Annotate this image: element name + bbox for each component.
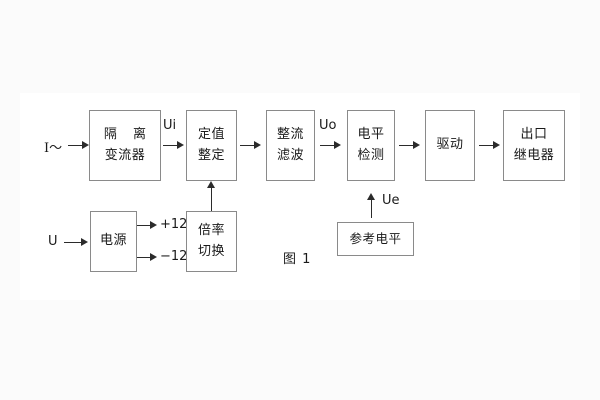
- connector-level-to-drive: [399, 145, 415, 146]
- block-setting-value[interactable]: 定值 整定: [186, 110, 237, 181]
- block-reference-level-label: 参考电平: [349, 231, 402, 247]
- current-input-label: I～: [44, 141, 63, 156]
- arrowhead-multiplier-to-setting: [207, 181, 215, 188]
- connector-voltage-to-power: [64, 242, 83, 243]
- connector-drive-to-relay: [479, 145, 495, 146]
- block-drive-label: 驱动: [436, 137, 464, 153]
- block-isolation-ct-line1: 隔 离: [103, 127, 153, 143]
- connector-current-to-isolation: [68, 145, 84, 146]
- block-multiplier-switch-line2: 切换: [197, 243, 225, 259]
- connector-isolation-to-setting: [163, 145, 179, 146]
- block-power-supply-label: 电源: [99, 233, 127, 249]
- arrowhead-rectify-to-level: [334, 141, 341, 149]
- block-level-detect-line2: 检测: [357, 147, 385, 163]
- figure-caption: 图 1: [283, 252, 312, 267]
- arrowhead-power-negative: [150, 253, 157, 261]
- block-rectify-filter-line2: 滤波: [276, 147, 304, 163]
- arrowhead-current-to-isolation: [82, 141, 89, 149]
- signal-label-uo: Uo: [319, 118, 337, 133]
- block-isolation-ct-line2: 变流器: [104, 147, 146, 163]
- arrowhead-reference-to-level: [367, 193, 375, 200]
- block-level-detect[interactable]: 电平 检测: [347, 110, 395, 181]
- connector-reference-to-level: [371, 198, 372, 218]
- connector-power-positive: [137, 225, 152, 226]
- block-output-relay-line1: 出口: [520, 127, 548, 143]
- block-setting-value-line2: 整定: [197, 147, 225, 163]
- arrowhead-setting-to-rectify: [254, 141, 261, 149]
- connector-power-negative: [137, 257, 152, 258]
- arrowhead-level-to-drive: [413, 141, 420, 149]
- signal-label-ui: Ui: [163, 118, 177, 133]
- block-level-detect-line1: 电平: [357, 127, 385, 143]
- block-reference-level[interactable]: 参考电平: [337, 222, 414, 256]
- arrowhead-isolation-to-setting: [177, 141, 184, 149]
- arrowhead-power-positive: [150, 221, 157, 229]
- block-setting-value-line1: 定值: [197, 127, 225, 143]
- block-isolation-ct[interactable]: 隔 离 变流器: [89, 110, 161, 181]
- block-power-supply[interactable]: 电源: [90, 211, 137, 272]
- block-multiplier-switch-line1: 倍率: [197, 223, 225, 239]
- voltage-input-label: U: [48, 234, 58, 249]
- block-output-relay[interactable]: 出口 继电器: [503, 110, 565, 181]
- connector-rectify-to-level: [320, 145, 336, 146]
- arrowhead-drive-to-relay: [493, 141, 500, 149]
- block-output-relay-line2: 继电器: [513, 147, 555, 163]
- signal-label-ue: Ue: [382, 193, 400, 208]
- connector-setting-to-rectify: [240, 145, 256, 146]
- block-drive[interactable]: 驱动: [425, 110, 475, 181]
- connector-multiplier-to-setting: [211, 187, 212, 211]
- block-multiplier-switch[interactable]: 倍率 切换: [186, 211, 237, 272]
- block-rectify-filter-line1: 整流: [276, 127, 304, 143]
- block-rectify-filter[interactable]: 整流 滤波: [266, 110, 315, 181]
- arrowhead-voltage-to-power: [81, 238, 88, 246]
